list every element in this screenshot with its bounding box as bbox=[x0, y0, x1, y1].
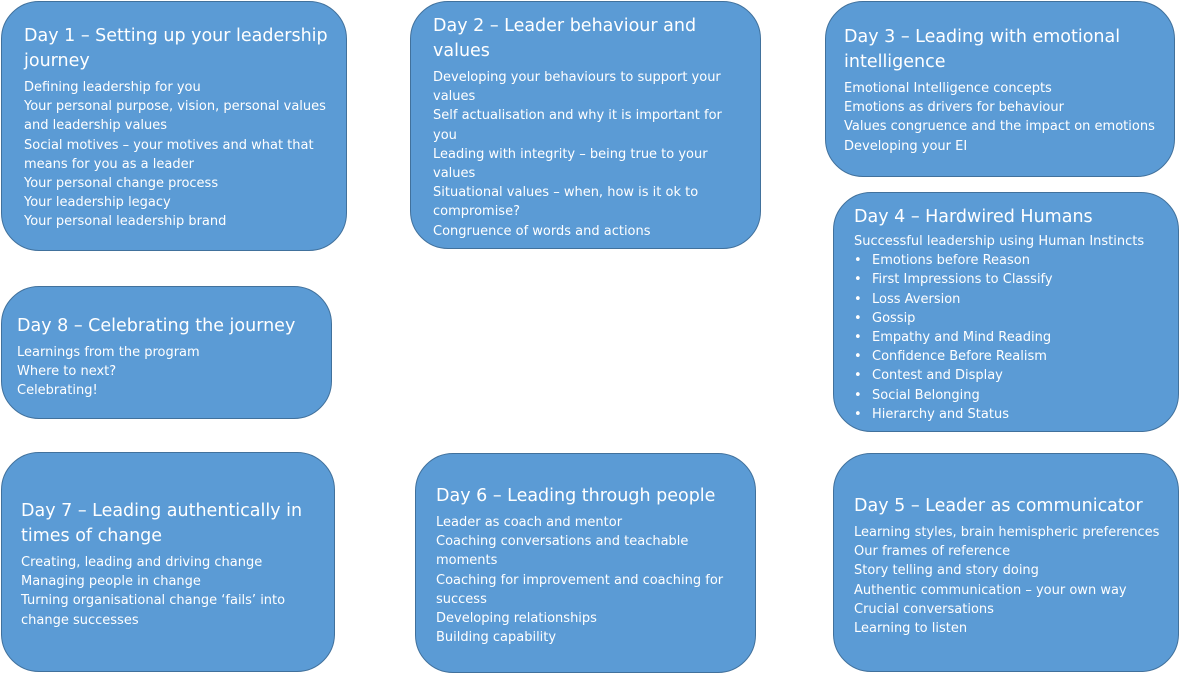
day-5-box: Day 5 – Leader as communicator Learning … bbox=[833, 453, 1179, 672]
day-4-bullet-item: Emotions before Reason bbox=[854, 251, 1162, 270]
day-4-bullet-item: First Impressions to Classify bbox=[854, 270, 1162, 289]
day-4-bullet-item: Gossip bbox=[854, 309, 1162, 328]
day-6-item: Coaching for improvement and coaching fo… bbox=[436, 572, 724, 607]
day-7-item: Turning organisational change ‘fails’ in… bbox=[21, 593, 286, 628]
day-4-bullet-item: Social Belonging bbox=[854, 386, 1162, 405]
day-7-title: Day 7 – Leading authentically in times o… bbox=[21, 501, 303, 546]
day-4-bullet-item: Empathy and Mind Reading bbox=[854, 328, 1162, 347]
day-5-item: Story telling and story doing bbox=[854, 563, 1039, 579]
day-1-item: Your personal leadership brand bbox=[24, 214, 227, 230]
day-1-list: Defining leadership for you Your persona… bbox=[24, 78, 328, 232]
day-4-bullet-item: Loss Aversion bbox=[854, 290, 1162, 309]
day-7-item: Managing people in change bbox=[21, 574, 201, 590]
day-3-box: Day 3 – Leading with emotional intellige… bbox=[825, 1, 1175, 177]
day-6-title: Day 6 – Leading through people bbox=[436, 486, 716, 506]
day-1-title: Day 1 – Setting up your leadership journ… bbox=[24, 26, 328, 71]
day-2-item: Self actualisation and why it is importa… bbox=[433, 108, 722, 143]
day-1-item: Your personal purpose, vision, personal … bbox=[24, 99, 326, 134]
day-3-item: Emotions as drivers for behaviour bbox=[844, 100, 1064, 116]
day-8-item: Learnings from the program bbox=[17, 345, 200, 360]
day-8-box: Day 8 – Celebrating the journey Learning… bbox=[1, 286, 332, 419]
day-4-bullet-list: Emotions before Reason First Impressions… bbox=[854, 251, 1162, 424]
day-8-title: Day 8 – Celebrating the journey bbox=[17, 316, 296, 336]
day-6-item: Coaching conversations and teachable mom… bbox=[436, 534, 689, 569]
day-3-title: Day 3 – Leading with emotional intellige… bbox=[844, 27, 1121, 72]
day-5-item: Authentic communication – your own way bbox=[854, 582, 1127, 598]
day-8-list: Learnings from the program Where to next… bbox=[17, 343, 315, 401]
day-4-title: Day 4 – Hardwired Humans bbox=[854, 207, 1093, 227]
day-3-list: Emotional Intelligence concepts Emotions… bbox=[844, 79, 1156, 156]
day-1-item: Your leadership legacy bbox=[24, 195, 171, 211]
day-2-title: Day 2 – Leader behaviour and values bbox=[433, 16, 697, 61]
day-2-list: Developing your behaviours to support yo… bbox=[433, 68, 742, 241]
day-3-item: Emotional Intelligence concepts bbox=[844, 81, 1052, 96]
day-4-bullet-item: Contest and Display bbox=[854, 366, 1162, 385]
day-2-item: Leading with integrity – being true to y… bbox=[433, 146, 708, 182]
day-5-item: Our frames of reference bbox=[854, 544, 1011, 560]
day-8-item: Where to next? bbox=[17, 364, 117, 380]
day-7-list: Creating, leading and driving change Man… bbox=[21, 553, 318, 630]
day-6-list: Leader as coach and mentor Coaching conv… bbox=[436, 513, 739, 647]
day-4-box: Day 4 – Hardwired Humans Successful lead… bbox=[833, 192, 1179, 432]
day-8-item: Celebrating! bbox=[17, 383, 98, 399]
day-6-item: Developing relationships bbox=[436, 611, 597, 627]
day-3-item: Developing your EI bbox=[844, 138, 968, 154]
day-4-bullet-item: Confidence Before Realism bbox=[854, 347, 1162, 366]
day-6-item: Leader as coach and mentor bbox=[436, 515, 623, 530]
day-7-item: Creating, leading and driving change bbox=[21, 555, 263, 570]
day-7-box: Day 7 – Leading authentically in times o… bbox=[1, 452, 335, 672]
day-1-item: Defining leadership for you bbox=[24, 80, 201, 95]
day-6-item: Building capability bbox=[436, 630, 557, 646]
day-2-item: Situational values – when, how is it ok … bbox=[433, 185, 699, 220]
day-2-item: Congruence of words and actions bbox=[433, 223, 651, 239]
day-2-item: Developing your behaviours to support yo… bbox=[433, 70, 721, 105]
day-5-item: Learning to listen bbox=[854, 621, 968, 637]
day-1-box: Day 1 – Setting up your leadership journ… bbox=[1, 1, 347, 251]
day-4-intro-list: Successful leadership using Human Instin… bbox=[854, 232, 1162, 251]
day-1-item: Your personal change process bbox=[24, 176, 219, 192]
day-5-item: Learning styles, brain hemispheric prefe… bbox=[854, 525, 1160, 540]
day-4-bullet-item: Hierarchy and Status bbox=[854, 405, 1162, 424]
day-5-title: Day 5 – Leader as communicator bbox=[854, 496, 1143, 516]
day-6-box: Day 6 – Leading through people Leader as… bbox=[415, 453, 756, 673]
day-5-list: Learning styles, brain hemispheric prefe… bbox=[854, 523, 1164, 638]
day-2-box: Day 2 – Leader behaviour and values Deve… bbox=[410, 1, 761, 249]
day-1-item: Social motives – your motives and what t… bbox=[24, 137, 314, 172]
day-4-intro: Successful leadership using Human Instin… bbox=[854, 234, 1145, 249]
day-5-item: Crucial conversations bbox=[854, 601, 994, 617]
day-3-item: Values congruence and the impact on emot… bbox=[844, 119, 1155, 135]
